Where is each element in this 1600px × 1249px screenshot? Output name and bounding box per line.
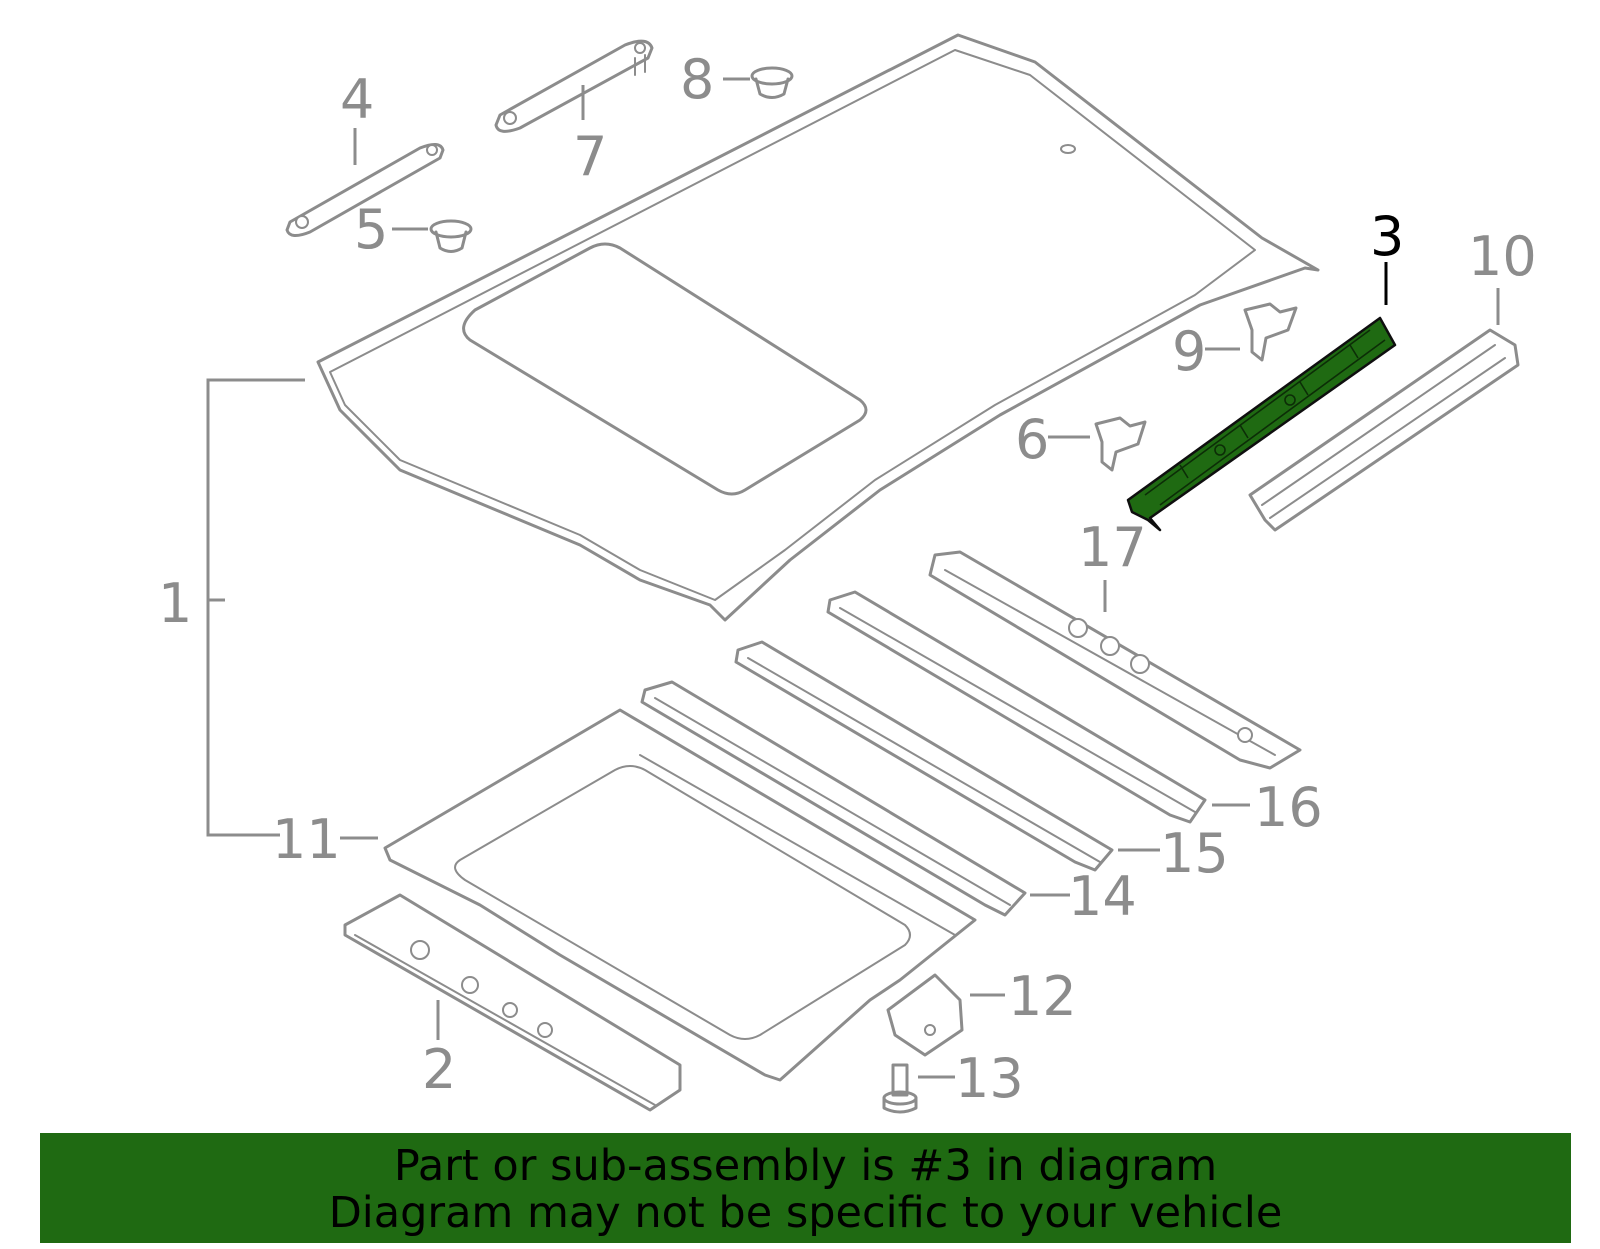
callout-12: 12 xyxy=(1008,965,1077,1028)
banner-line-disclaimer: Diagram may not be specific to your vehi… xyxy=(328,1188,1283,1238)
callout-2: 2 xyxy=(422,1038,456,1101)
part-9-bracket xyxy=(1243,302,1298,362)
callout-17: 17 xyxy=(1078,516,1147,579)
roof-panel xyxy=(316,33,1320,622)
callout-5: 5 xyxy=(354,198,388,261)
banner-line-part: Part or sub-assembly is #3 in diagram xyxy=(393,1141,1218,1191)
part-8-grommet xyxy=(750,66,794,99)
part-11-roof-frame xyxy=(383,708,977,1082)
callout-7: 7 xyxy=(573,125,607,188)
part-14-roof-bow xyxy=(640,680,1027,917)
callout-8: 8 xyxy=(680,48,714,111)
callout-15: 15 xyxy=(1160,822,1229,885)
part-6-bracket xyxy=(1094,416,1147,472)
part-15-roof-bow xyxy=(734,640,1114,872)
info-banner: Part or sub-assembly is #3 in diagram Di… xyxy=(40,1133,1571,1243)
part-17-roof-bow xyxy=(928,550,1302,770)
callout-13: 13 xyxy=(955,1047,1024,1110)
roof-parts-diagram: 1 2 3 4 5 6 7 8 9 10 11 12 13 14 15 16 1… xyxy=(158,33,1537,1114)
callout-11: 11 xyxy=(272,808,341,871)
callout-1: 1 xyxy=(158,572,192,635)
leader-lines xyxy=(206,77,1500,1079)
part-10-rail xyxy=(1248,328,1520,532)
part-12-bracket xyxy=(886,973,964,1057)
callout-6: 6 xyxy=(1015,408,1049,471)
part-3-rear-roof-rail-highlighted xyxy=(1126,316,1397,532)
part-13-bolt xyxy=(882,1063,918,1114)
callout-4: 4 xyxy=(340,68,374,131)
part-7-bracket xyxy=(494,39,654,133)
callout-3: 3 xyxy=(1370,205,1404,268)
part-5-grommet xyxy=(429,219,473,253)
callout-10: 10 xyxy=(1468,225,1537,288)
part-16-roof-bow xyxy=(826,590,1207,824)
callout-labels: 1 2 3 4 5 6 7 8 9 10 11 12 13 14 15 16 1… xyxy=(158,48,1537,1110)
part-4-bracket xyxy=(285,143,445,237)
part-2-rear-header xyxy=(343,893,682,1112)
callout-9: 9 xyxy=(1172,320,1206,383)
callout-14: 14 xyxy=(1068,865,1137,928)
callout-16: 16 xyxy=(1254,776,1323,839)
